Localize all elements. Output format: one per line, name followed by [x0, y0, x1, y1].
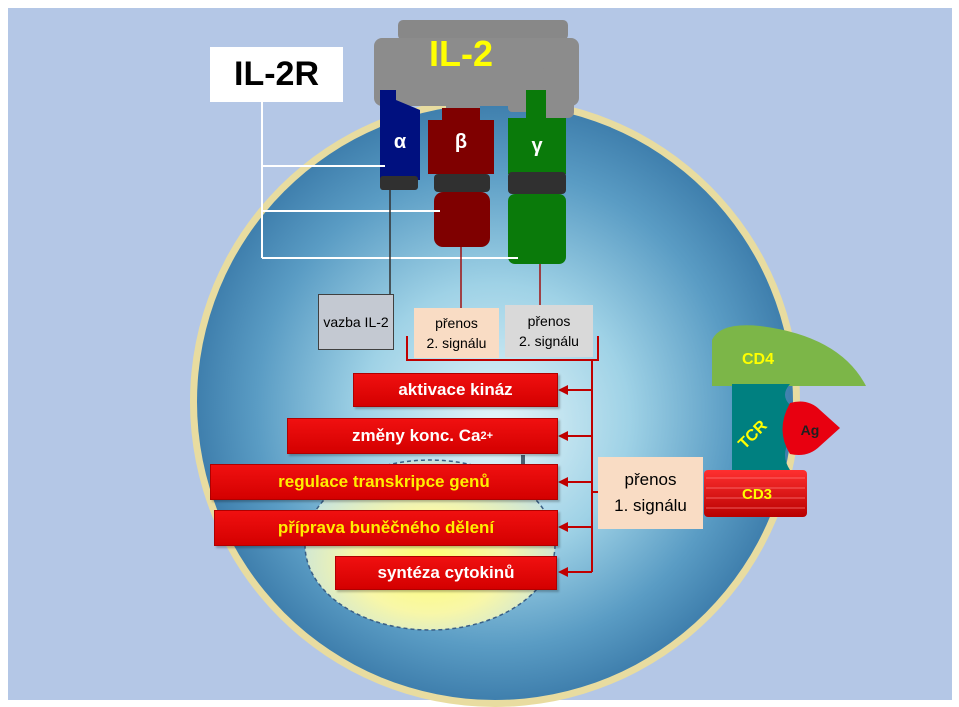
signal2-beta-note: přenos 2. signálu [414, 308, 499, 358]
signal2-gamma-line2: 2. signálu [519, 333, 579, 349]
cd3-shape [704, 470, 807, 517]
effect-kinase-activation: aktivace kináz [353, 373, 558, 407]
il2-ligand [374, 20, 579, 118]
signal2-beta-line2: 2. signálu [426, 335, 487, 351]
il2-label: IL-2 [429, 33, 493, 74]
binding-note: vazba IL-2 [318, 294, 394, 350]
cd4-shape [712, 325, 866, 386]
effect-gene-transcription-text: regulace transkripce genů [278, 472, 490, 491]
gamma-chain [508, 90, 566, 264]
tcr-complex [704, 325, 866, 517]
effect-cytokine-synthesis: syntéza cytokinů [335, 556, 557, 590]
effect-cell-division-text: příprava buněčného dělení [277, 518, 495, 537]
signal2-gamma-note: přenos 2. signálu [505, 305, 593, 357]
tcr-shape [732, 384, 790, 470]
il2r-title: IL-2R [210, 47, 343, 102]
cd4-label: CD4 [742, 351, 774, 368]
signal1-line2: 1. signálu [614, 496, 687, 515]
ag-shape [782, 401, 840, 455]
beta-chain [428, 108, 494, 247]
signal1-note: přenos 1. signálu [598, 457, 703, 529]
alpha-label: α [394, 131, 407, 153]
effect-cell-division: příprava buněčného dělení [214, 510, 558, 546]
alpha-chain [380, 90, 420, 190]
signal2-gamma-line1: přenos [527, 313, 571, 329]
effect-calcium-change-text: změny konc. Ca [351, 426, 481, 445]
nucleus-marker [521, 455, 525, 469]
beta-label: β [455, 131, 467, 153]
effect-cytokine-synthesis-text: syntéza cytokinů [377, 563, 515, 582]
signal1-line1: přenos [624, 470, 677, 489]
signal-arrowheads [558, 385, 568, 577]
ag-label: Ag [801, 422, 820, 438]
effect-calcium-change-sup: 2+ [480, 430, 494, 442]
gamma-label: γ [531, 135, 543, 157]
effect-kinase-activation-text: aktivace kináz [398, 380, 513, 399]
signal2-beta-line1: přenos [435, 315, 478, 331]
effect-gene-transcription: regulace transkripce genů [210, 464, 558, 500]
cd3-label: CD3 [742, 486, 772, 503]
